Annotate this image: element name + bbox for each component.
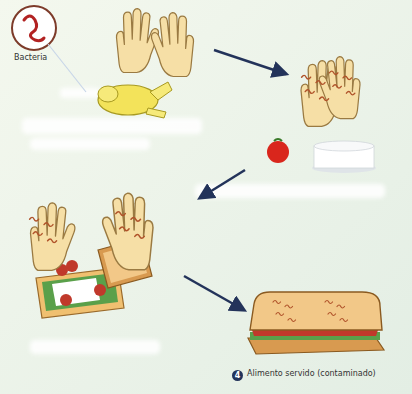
part-label: Bacteria bbox=[14, 53, 47, 62]
part-label-text: Bacteria bbox=[14, 53, 47, 62]
caption-label-text: Alimento servido (contaminado) bbox=[247, 369, 376, 378]
caption-label: Alimento servido (contaminado) bbox=[247, 369, 376, 378]
callout-number-text: 4 bbox=[232, 370, 243, 381]
callout-number: 4 bbox=[232, 370, 243, 381]
